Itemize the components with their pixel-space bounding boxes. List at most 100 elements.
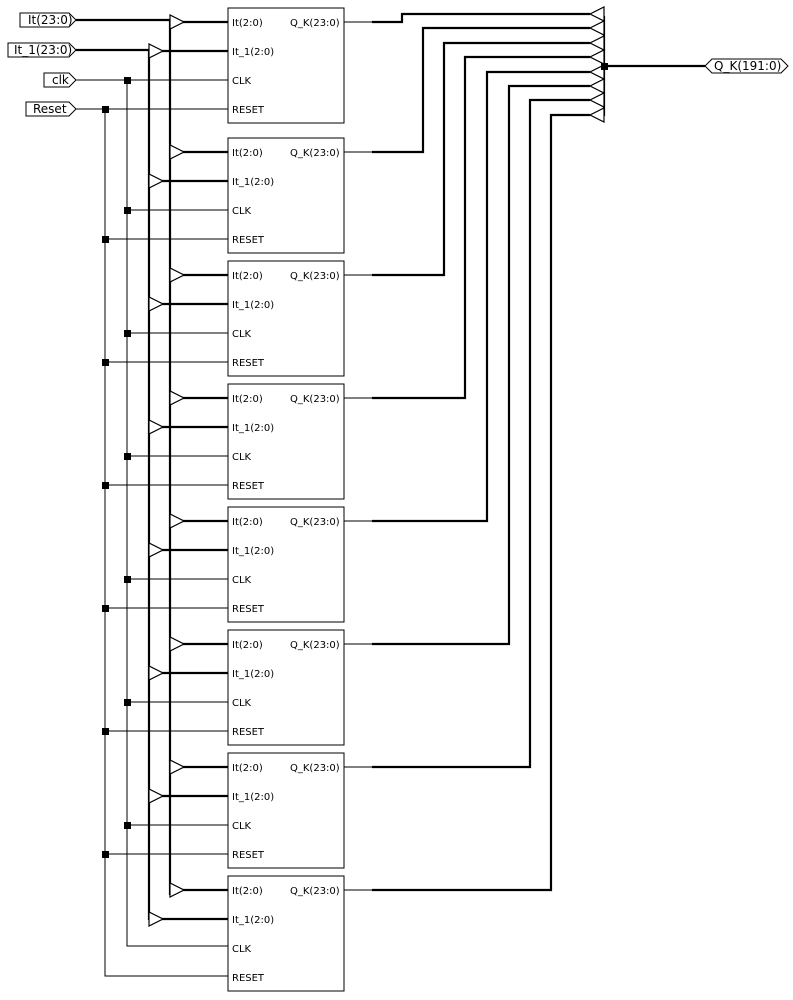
- pin-reset-label: RESET: [232, 358, 265, 369]
- pin-clk-label: CLK: [232, 329, 252, 340]
- buffer-triangle: [169, 759, 186, 775]
- pin-reset-label: RESET: [232, 105, 265, 116]
- port-it-1-label: It_1(23:0): [14, 43, 72, 57]
- port-it-1[interactable]: It_1(23:0): [7, 42, 77, 58]
- buffer-triangle: [148, 911, 165, 927]
- pin-it-label: It(2:0): [232, 640, 263, 651]
- output-wires-group: [344, 12, 590, 892]
- pin-reset-label: RESET: [232, 727, 265, 738]
- clk-junction: [124, 453, 131, 460]
- port-q-k[interactable]: Q_K(191:0): [704, 58, 789, 74]
- q-route-4: [372, 55, 590, 400]
- buffer-triangle: [148, 173, 165, 189]
- pin-it-label: It(2:0): [232, 517, 263, 528]
- port-it[interactable]: It(23:0): [19, 12, 77, 28]
- block-body: [227, 383, 345, 500]
- pin-clk-label: CLK: [232, 575, 252, 586]
- pin-q-label: Q_K(23:0): [290, 640, 340, 651]
- pin-q-label: Q_K(23:0): [290, 271, 340, 282]
- clk-junction: [124, 822, 131, 829]
- port-it-shape: [19, 12, 77, 28]
- pin-it-1-label: It_1(2:0): [232, 792, 274, 803]
- merge-buffer-4: [588, 49, 605, 65]
- buffer-triangle: [148, 296, 165, 312]
- merge-buffers-group: [588, 6, 605, 123]
- port-it-1-shape: [7, 42, 77, 58]
- port-it-label: It(23:0): [28, 13, 73, 27]
- merge-buffer-7: [588, 92, 605, 108]
- block-body: [227, 875, 345, 992]
- block-body: [227, 137, 345, 254]
- clk-junction: [124, 576, 131, 583]
- port-reset[interactable]: Reset: [25, 101, 77, 117]
- port-reset-shape: [25, 101, 77, 117]
- merge-buffer-8: [588, 107, 605, 123]
- pin-clk-label: CLK: [232, 821, 252, 832]
- pin-q-label: Q_K(23:0): [290, 18, 340, 29]
- pin-reset-label: RESET: [232, 604, 265, 615]
- port-clk[interactable]: clk: [43, 72, 77, 88]
- reset-junction: [102, 728, 109, 735]
- q-route-7: [372, 98, 590, 769]
- merge-buffer-2: [588, 20, 605, 36]
- pin-it-label: It(2:0): [232, 18, 263, 29]
- q-route-3: [372, 41, 590, 277]
- q-route-6: [372, 84, 590, 646]
- buffer-triangle: [148, 542, 165, 558]
- port-clk-label: clk: [52, 73, 69, 87]
- buffer-triangle: [169, 144, 186, 160]
- pin-q-label: Q_K(23:0): [290, 394, 340, 405]
- buffer-triangle: [148, 665, 165, 681]
- clk-net: [76, 79, 228, 947]
- port-q-k-label: Q_K(191:0): [714, 59, 781, 73]
- pin-it-label: It(2:0): [232, 394, 263, 405]
- pin-q-label: Q_K(23:0): [290, 148, 340, 159]
- pin-it-label: It(2:0): [232, 886, 263, 897]
- pin-clk-label: CLK: [232, 944, 252, 955]
- pin-reset-label: RESET: [232, 973, 265, 984]
- reset-junction: [102, 851, 109, 858]
- buffer-triangle: [148, 43, 165, 59]
- buffer-triangle: [169, 636, 186, 652]
- reset-junction: [102, 605, 109, 612]
- buffer-triangle: [169, 882, 186, 898]
- pin-reset-label: RESET: [232, 235, 265, 246]
- pin-it-1-label: It_1(2:0): [232, 47, 274, 58]
- clk-junction: [124, 77, 131, 84]
- port-reset-label: Reset: [33, 102, 67, 116]
- clk-junction: [124, 330, 131, 337]
- buffer-triangle: [169, 513, 186, 529]
- merge-buffer-3: [588, 35, 605, 51]
- pin-it-label: It(2:0): [232, 271, 263, 282]
- output-junction: [601, 63, 608, 70]
- pin-it-label: It(2:0): [232, 763, 263, 774]
- block-body: [227, 506, 345, 623]
- pin-clk-label: CLK: [232, 698, 252, 709]
- port-clk-shape: [43, 72, 77, 88]
- q-route-8: [372, 113, 590, 892]
- q-route-5: [372, 70, 590, 523]
- blocks-group: It(2:0) It_1(2:0) CLK RESET Q_K(23:0) It(2:0)…: [102, 7, 345, 992]
- pin-it-1-label: It_1(2:0): [232, 177, 274, 188]
- pin-q-label: Q_K(23:0): [290, 763, 340, 774]
- reset-net: [76, 108, 228, 977]
- q-route-1: [372, 12, 590, 24]
- pin-clk-label: CLK: [232, 206, 252, 217]
- buffer-triangle: [169, 267, 186, 283]
- reset-junction: [102, 359, 109, 366]
- buffer-triangle: [169, 14, 186, 30]
- buffer-triangle: [169, 390, 186, 406]
- port-q-k-shape: [704, 58, 789, 74]
- merge-buffer-6: [588, 78, 605, 94]
- pin-reset-label: RESET: [232, 481, 265, 492]
- block-body: [227, 752, 345, 869]
